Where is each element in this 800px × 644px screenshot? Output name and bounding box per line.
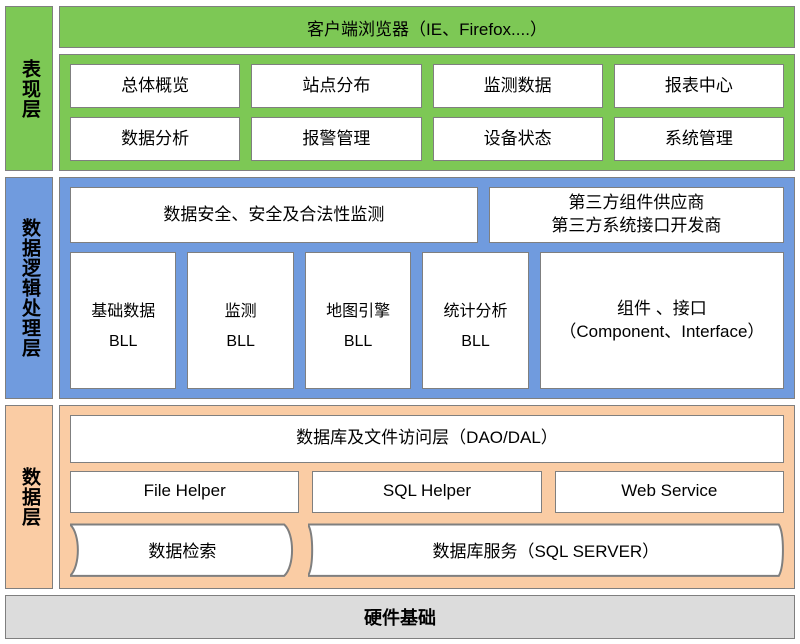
bll-map-engine: 地图引擎 BLL — [304, 252, 412, 389]
bll-map-engine-name: 地图引擎 — [326, 303, 391, 321]
presentation-layer-body: 客户端浏览器（IE、Firefox....） 总体概览 站点分布 监测数据 报表… — [59, 6, 795, 172]
bll-statistical-analysis-name: 统计分析 — [443, 303, 508, 321]
web-service-box: Web Service — [554, 470, 784, 513]
presentation-module-grid: 总体概览 站点分布 监测数据 报表中心 数据分析 报警管理 设备状态 系统管理 — [59, 54, 795, 172]
tape-shape-icon — [307, 521, 784, 579]
helper-row: File Helper SQL Helper Web Service — [70, 470, 784, 513]
module-system-management[interactable]: 系统管理 — [613, 117, 784, 162]
component-interface-line2: （Component、Interface） — [559, 321, 765, 341]
bll-map-engine-sub: BLL — [343, 333, 373, 351]
logic-top-row: 数据安全、安全及合法性监测 第三方组件供应商 第三方系统接口开发商 — [70, 187, 784, 244]
presentation-layer-label: 表现层 — [5, 6, 53, 172]
data-retrieval-tape: 数据检索 — [70, 521, 295, 579]
component-interface-line1: 组件 、接口 — [617, 298, 707, 318]
dao-dal-box: 数据库及文件访问层（DAO/DAL） — [70, 414, 784, 463]
third-party-line2: 第三方系统接口开发商 — [551, 216, 722, 236]
bll-monitoring-name: 监测 — [224, 303, 257, 321]
data-security-box: 数据安全、安全及合法性监测 — [70, 187, 478, 244]
logic-layer-band: 数据逻辑处理层 数据安全、安全及合法性监测 第三方组件供应商 第三方系统接口开发… — [5, 177, 795, 399]
module-alarm-management[interactable]: 报警管理 — [251, 117, 422, 162]
logic-layer-body: 数据安全、安全及合法性监测 第三方组件供应商 第三方系统接口开发商 基础数据 B… — [59, 177, 795, 399]
module-report-center[interactable]: 报表中心 — [613, 64, 784, 109]
file-helper-box: File Helper — [70, 470, 300, 513]
module-overview[interactable]: 总体概览 — [70, 64, 241, 109]
module-site-distribution[interactable]: 站点分布 — [251, 64, 422, 109]
bll-statistical-analysis-sub: BLL — [461, 333, 490, 351]
database-service-tape: 数据库服务（SQL SERVER） — [307, 521, 784, 579]
hardware-foundation-bar: 硬件基础 — [5, 595, 795, 639]
third-party-line1: 第三方组件供应商 — [568, 193, 705, 213]
third-party-box: 第三方组件供应商 第三方系统接口开发商 — [488, 187, 784, 244]
data-layer-band: 数据层 数据库及文件访问层（DAO/DAL） File Helper SQL H… — [5, 404, 795, 589]
tape-shape-icon — [70, 521, 295, 579]
logic-bottom-row: 基础数据 BLL 监测 BLL 地图引擎 BLL — [70, 252, 785, 389]
sql-helper-box: SQL Helper — [312, 470, 542, 513]
client-browser-bar: 客户端浏览器（IE、Firefox....） — [59, 6, 795, 48]
bll-basic-data-sub: BLL — [108, 333, 138, 351]
data-layer-label: 数据层 — [5, 404, 53, 589]
module-data-analysis[interactable]: 数据分析 — [70, 117, 241, 162]
component-interface-box: 组件 、接口 （Component、Interface） — [539, 252, 785, 389]
module-device-status[interactable]: 设备状态 — [432, 117, 603, 162]
bll-basic-data-name: 基础数据 — [91, 303, 156, 321]
data-layer-body: 数据库及文件访问层（DAO/DAL） File Helper SQL Helpe… — [59, 404, 795, 589]
presentation-layer-band: 表现层 客户端浏览器（IE、Firefox....） 总体概览 站点分布 监测数… — [5, 6, 795, 172]
database-service-label: 数据库服务（SQL SERVER） — [432, 542, 660, 562]
bll-monitoring-sub: BLL — [226, 333, 255, 351]
logic-layer-label: 数据逻辑处理层 — [5, 177, 53, 399]
storage-row: 数据检索 数据库服务（SQL SERVER） — [70, 521, 784, 579]
module-monitoring-data[interactable]: 监测数据 — [432, 64, 603, 109]
bll-statistical-analysis: 统计分析 BLL — [422, 252, 529, 389]
bll-basic-data: 基础数据 BLL — [70, 252, 177, 389]
bll-monitoring: 监测 BLL — [187, 252, 294, 389]
data-retrieval-label: 数据检索 — [148, 542, 217, 562]
